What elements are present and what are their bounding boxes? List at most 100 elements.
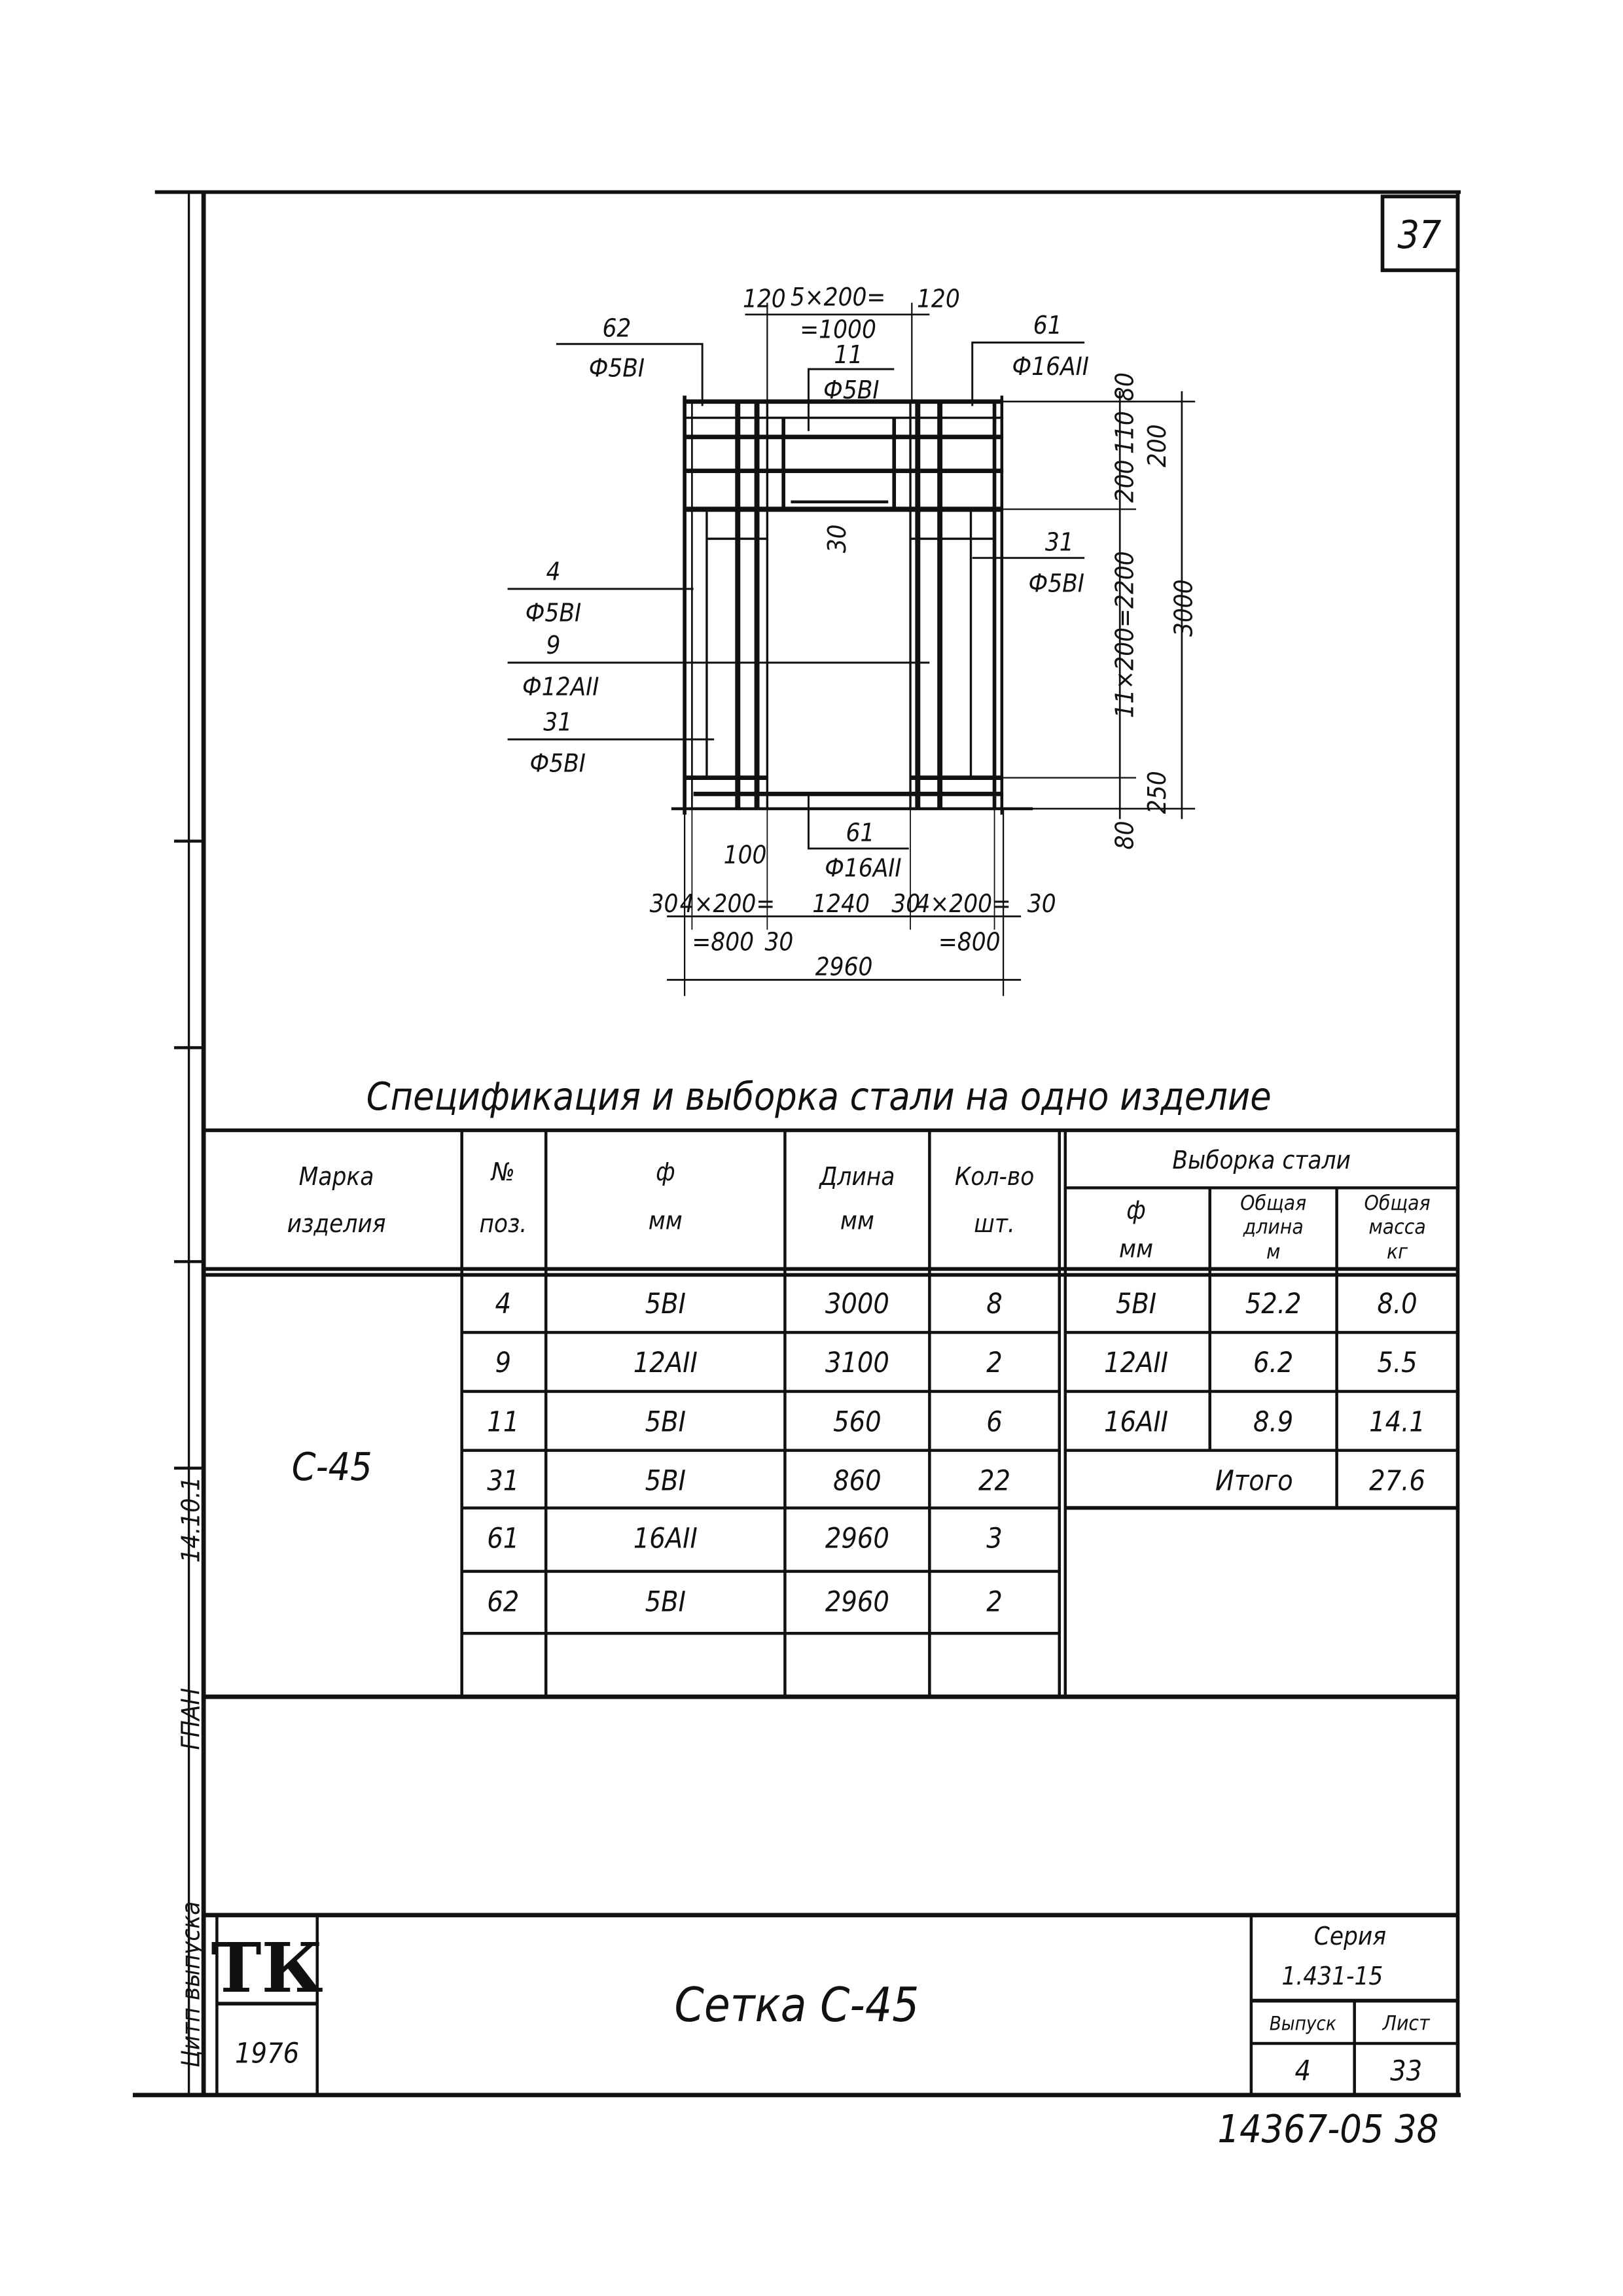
callout-31-left-bar: Ф5ВI [530, 749, 586, 779]
title-block: ТК 1976 Сетка С-45 Серия 1.431-15 Выпуск… [211, 1915, 1458, 2095]
row-position: 61 [487, 1522, 519, 1555]
sheet-label: Лист [1382, 2012, 1431, 2036]
row-position: 9 [495, 1347, 512, 1379]
header-pos-1: № [490, 1157, 515, 1187]
dim-top-middle-a: 5×200= [791, 283, 885, 312]
dim-bottom-left-inner: 30 [764, 927, 793, 957]
dim-bottom-left-span-a: 4×200= [680, 889, 775, 919]
row-quantity: 3 [986, 1522, 1003, 1555]
dim-top-left: 120 [743, 284, 786, 313]
footer-code: 14367-05 38 [1218, 2107, 1439, 2151]
drawing-annotations: 120 5×200= =1000 120 62 Ф5ВI 61 Ф16АII 1… [507, 283, 1199, 997]
sheet-number: 37 [1397, 213, 1442, 257]
year: 1976 [235, 2037, 299, 2070]
spec-table-row-lines [461, 1331, 1458, 1635]
dim-right-second: 110 [1110, 411, 1139, 454]
total-label: Итого [1215, 1465, 1293, 1498]
row-quantity: 2 [986, 1585, 1003, 1618]
dim-bottom-right-span-b: =800 [938, 927, 1001, 957]
dim-top-middle-b: =1000 [800, 315, 876, 345]
callout-11-pos: 11 [834, 340, 863, 370]
dim-bottom-right-inner: 30 [891, 889, 920, 919]
tk-logo: ТК [211, 1929, 323, 2008]
callout-62-pos: 62 [602, 314, 631, 344]
callout-61-top-bar: Ф16АII [1012, 352, 1089, 381]
header-diameter-1: ф [656, 1157, 675, 1187]
series-label: Серия [1314, 1922, 1386, 1951]
row-length: 2960 [825, 1522, 889, 1555]
row-diameter: 12АII [633, 1347, 698, 1379]
header-diameter-2: мм [649, 1207, 683, 1236]
dim-right-top: 80 [1110, 372, 1139, 401]
dim-bottom-left-span-b: =800 [692, 927, 754, 957]
header-steel: Выборка стали [1172, 1146, 1351, 1175]
dim-bottom-left-edge: 30 [650, 889, 679, 919]
callout-61-top-pos: 61 [1033, 311, 1062, 340]
mesh-drawing [671, 395, 1033, 815]
margin-stamp-issue: Цитп выпуска [176, 1901, 205, 2068]
product-mark: С-45 [292, 1445, 372, 1489]
row-position: 4 [495, 1288, 512, 1320]
total-mass: 27.6 [1369, 1465, 1425, 1498]
callout-9-pos: 9 [546, 631, 560, 660]
dim-bottom-overall: 2960 [815, 953, 873, 982]
dim-inner-30: 30 [823, 524, 852, 553]
dim-right-bottom: 80 [1110, 821, 1139, 850]
header-length-1: Длина [818, 1162, 895, 1192]
steel-row-total-mass: 14.1 [1369, 1405, 1425, 1438]
callout-61-bottom-pos: 61 [846, 819, 874, 848]
header-total-length-1: Общая [1240, 1192, 1306, 1215]
row-position: 62 [487, 1585, 519, 1618]
callout-4-bar: Ф5ВI [526, 599, 581, 628]
row-diameter: 5ВI [645, 1405, 686, 1438]
steel-row-diameter: 16АII [1104, 1405, 1168, 1438]
margin-stamp-date: 14.10.1 [176, 1477, 205, 1563]
row-quantity: 2 [986, 1347, 1003, 1379]
row-position: 11 [487, 1405, 519, 1438]
spec-title: Спецификация и выборка стали на одно изд… [366, 1074, 1272, 1119]
dim-right-lower: 250 [1143, 771, 1172, 814]
dim-right-fourth: 200 [1110, 460, 1139, 503]
callout-9-bar: Ф12АII [522, 672, 599, 701]
margin-stamps: 14.10.1 ГПАН Цитп выпуска [176, 1477, 205, 2068]
header-pos-2: поз. [479, 1209, 527, 1239]
row-quantity: 6 [986, 1405, 1003, 1438]
callout-31-right-bar: Ф5ВI [1029, 569, 1084, 599]
dim-bottom-right-span-a: 4×200= [916, 889, 1010, 919]
row-quantity: 8 [986, 1288, 1003, 1320]
row-length: 3000 [825, 1288, 889, 1320]
row-diameter: 5ВI [645, 1288, 686, 1320]
callout-11-bar: Ф5ВI [823, 376, 879, 405]
issue-label: Выпуск [1270, 2013, 1336, 2035]
steel-row-total-mass: 8.0 [1377, 1288, 1417, 1320]
row-diameter: 5ВI [645, 1465, 686, 1498]
margin-stamp-name: ГПАН [176, 1688, 205, 1750]
header-steel-diameter-2: мм [1119, 1234, 1153, 1263]
callout-31-right-pos: 31 [1045, 527, 1074, 557]
steel-row-total-length: 8.9 [1253, 1405, 1293, 1438]
header-length-2: мм [840, 1207, 874, 1236]
drawing-title: Сетка С-45 [675, 1978, 919, 2033]
row-length: 3100 [825, 1347, 889, 1379]
steel-row-diameter: 12АII [1104, 1347, 1168, 1379]
row-length: 2960 [825, 1585, 889, 1618]
header-qty-2: шт. [974, 1209, 1015, 1239]
header-total-mass-1: Общая [1364, 1192, 1431, 1215]
header-mark-2: изделия [287, 1209, 386, 1239]
row-diameter: 5ВI [645, 1585, 686, 1618]
dim-bottom-offset: 100 [724, 840, 767, 870]
row-length: 860 [833, 1465, 882, 1498]
steel-row-total-length: 52.2 [1245, 1288, 1302, 1320]
dim-top-right: 120 [917, 284, 960, 313]
dim-bottom-middle: 1240 [812, 889, 870, 919]
steel-row-total-mass: 5.5 [1377, 1347, 1417, 1379]
callout-4-pos: 4 [546, 557, 560, 587]
dim-right-middle: 11×200=2200 [1110, 551, 1139, 718]
row-diameter: 16АII [633, 1522, 698, 1555]
callout-62-bar: Ф5ВI [589, 353, 645, 383]
header-total-mass-2: масса [1368, 1215, 1425, 1239]
header-steel-diameter-1: ф [1126, 1196, 1145, 1226]
sheet-value: 33 [1390, 2055, 1422, 2087]
